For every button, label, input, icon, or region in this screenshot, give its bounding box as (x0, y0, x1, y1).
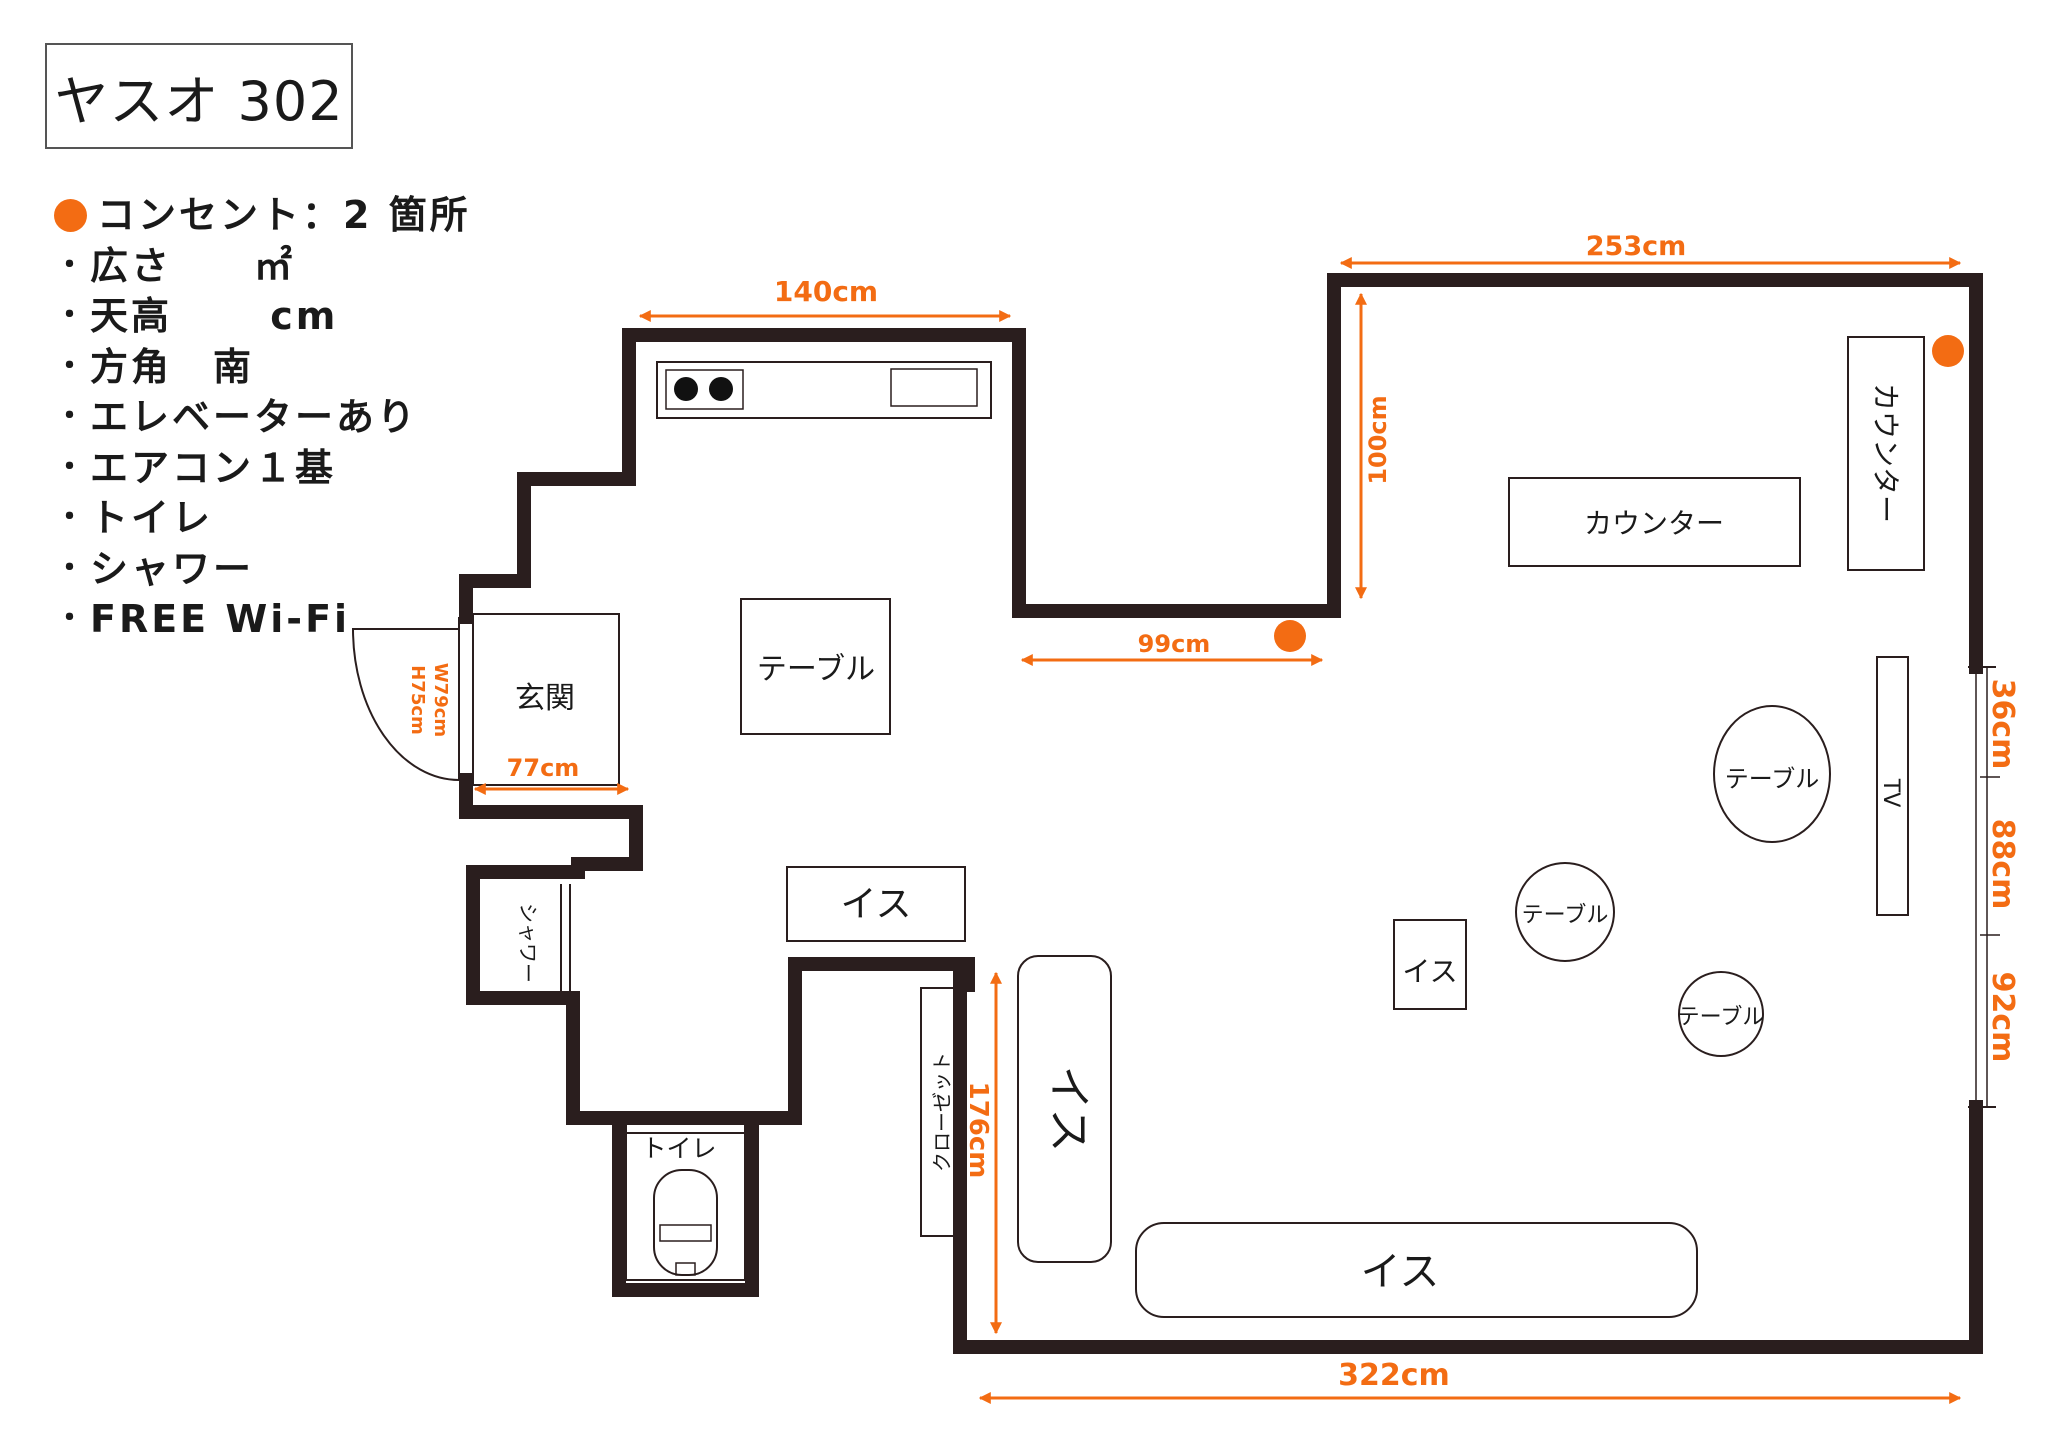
info-aircon: エアコン１基 (90, 445, 337, 490)
bullet: ・ (54, 348, 88, 384)
dim-window-1-label: 36cm (1985, 679, 2020, 770)
bullet: ・ (54, 298, 88, 333)
info-ceiling: 天高 cm (90, 294, 339, 338)
wall-main (459, 273, 1983, 674)
counter-side (1847, 336, 1925, 571)
door-swing (351, 628, 460, 781)
toilet-bowl-icon (653, 1169, 718, 1276)
shower: シャワー (516, 884, 571, 998)
dim-window-2-label: 88cm (1985, 819, 2020, 910)
info-item: ・天高 cm (52, 291, 471, 342)
info-item: ・トイレ (52, 493, 471, 544)
dimension-labels: 140cm 253cm 100cm 99cm 77cm W79cm H75cm … (407, 231, 2020, 1393)
kitchen-table (740, 598, 891, 735)
shower-label: シャワー (516, 903, 540, 983)
dim-notch-label: 99cm (1138, 630, 1211, 658)
toilet-label: トイレ (641, 1134, 716, 1163)
entrance: 玄関 (351, 613, 620, 786)
info-item: ・広さ ㎡ (52, 241, 471, 292)
kitchen-counter (656, 361, 992, 419)
furniture: テーブル カウンター カウンター TV イス クローゼット イス イス イス テ… (740, 336, 1925, 1318)
round-table-3-label: テーブル (1678, 1005, 1765, 1030)
dim-left-label: 176cm (963, 1082, 993, 1179)
chair-mid (786, 866, 966, 942)
info-direction: 方角 南 (90, 344, 255, 389)
entrance-label: 玄関 (515, 681, 575, 716)
dim-bottom-label: 322cm (1338, 1358, 1450, 1393)
bullet: ・ (54, 500, 88, 535)
chair-small-label: イス (1402, 955, 1457, 988)
info-item: ・エアコン１基 (52, 443, 471, 494)
counter-side-label: カウンター (1869, 383, 1902, 523)
info-item: ・シャワー (52, 544, 471, 595)
stove-icon (665, 369, 744, 410)
info-elevator: エレベーターあり (90, 395, 419, 439)
outlet-dot-icon (54, 198, 87, 232)
kitchen-table-label: テーブル (757, 652, 875, 687)
bullet: ・ (54, 247, 88, 283)
info-item: ・エレベーターあり (52, 392, 471, 443)
outlets (1274, 335, 1964, 652)
info-toilet: トイレ (90, 496, 214, 540)
dim-kitchen-label: 140cm (774, 275, 878, 308)
info-item: ・方角 南 (52, 342, 471, 393)
dim-entrance-label: 77cm (507, 754, 580, 782)
chair-mid-label: イス (841, 884, 912, 925)
outlet-dot-icon (1932, 335, 1964, 367)
bullet: ・ (54, 601, 88, 636)
chair-vertical-label: イス (1043, 1066, 1094, 1153)
counter-center (1508, 477, 1801, 567)
bullet: ・ (54, 399, 88, 434)
dim-door-w-label: W79cm (430, 663, 451, 737)
wall-toilet (612, 1111, 759, 1297)
info-area: 広さ ㎡ (90, 243, 296, 288)
round-table-1 (1713, 705, 1831, 843)
windows (1968, 666, 2000, 1108)
dim-window-3-label: 92cm (1985, 972, 2020, 1063)
title-box: ヤスオ 302 (45, 43, 353, 149)
sink-icon (890, 368, 978, 407)
counter-center-label: カウンター (1584, 507, 1724, 540)
outlet-legend: コンセント：2 箇所 (52, 190, 471, 241)
dim-drop-label: 100cm (1364, 395, 1392, 484)
chair-long-label: イス (1361, 1249, 1440, 1295)
bullet: ・ (54, 449, 88, 485)
round-table-2 (1515, 862, 1615, 962)
title: ヤスオ 302 (54, 69, 344, 133)
outlet-dot-icon (1274, 620, 1306, 652)
tv (1876, 656, 1909, 916)
chair-vertical (1017, 955, 1112, 1263)
round-table-3 (1678, 971, 1764, 1057)
bullet: ・ (54, 550, 88, 586)
dim-door-h-label: H75cm (407, 665, 428, 735)
round-table-1-label: テーブル (1725, 765, 1820, 793)
wall-right-lower (953, 958, 1983, 1354)
walls (459, 273, 1983, 1354)
tv-label: TV (1878, 778, 1903, 808)
info-shower: シャワー (90, 546, 255, 591)
toilet: トイレ (625, 1117, 746, 1281)
closet-label: クローゼット (930, 1052, 954, 1172)
closet (920, 987, 965, 1237)
dimension-lines (473, 257, 1962, 1404)
dim-top-label: 253cm (1586, 231, 1687, 262)
info-list: コンセント：2 箇所 ・広さ ㎡ ・天高 cm ・方角 南 ・エレベーターあり … (52, 190, 471, 645)
outlet-label: コンセント：2 箇所 (97, 193, 471, 237)
info-wifi: FREE Wi-Fi (90, 597, 351, 641)
info-item: ・FREE Wi-Fi (52, 594, 471, 645)
wall-entrance-lower (459, 773, 975, 1125)
chair-small (1393, 919, 1467, 1010)
chair-long (1135, 1222, 1698, 1318)
round-table-2-label: テーブル (1522, 903, 1609, 928)
